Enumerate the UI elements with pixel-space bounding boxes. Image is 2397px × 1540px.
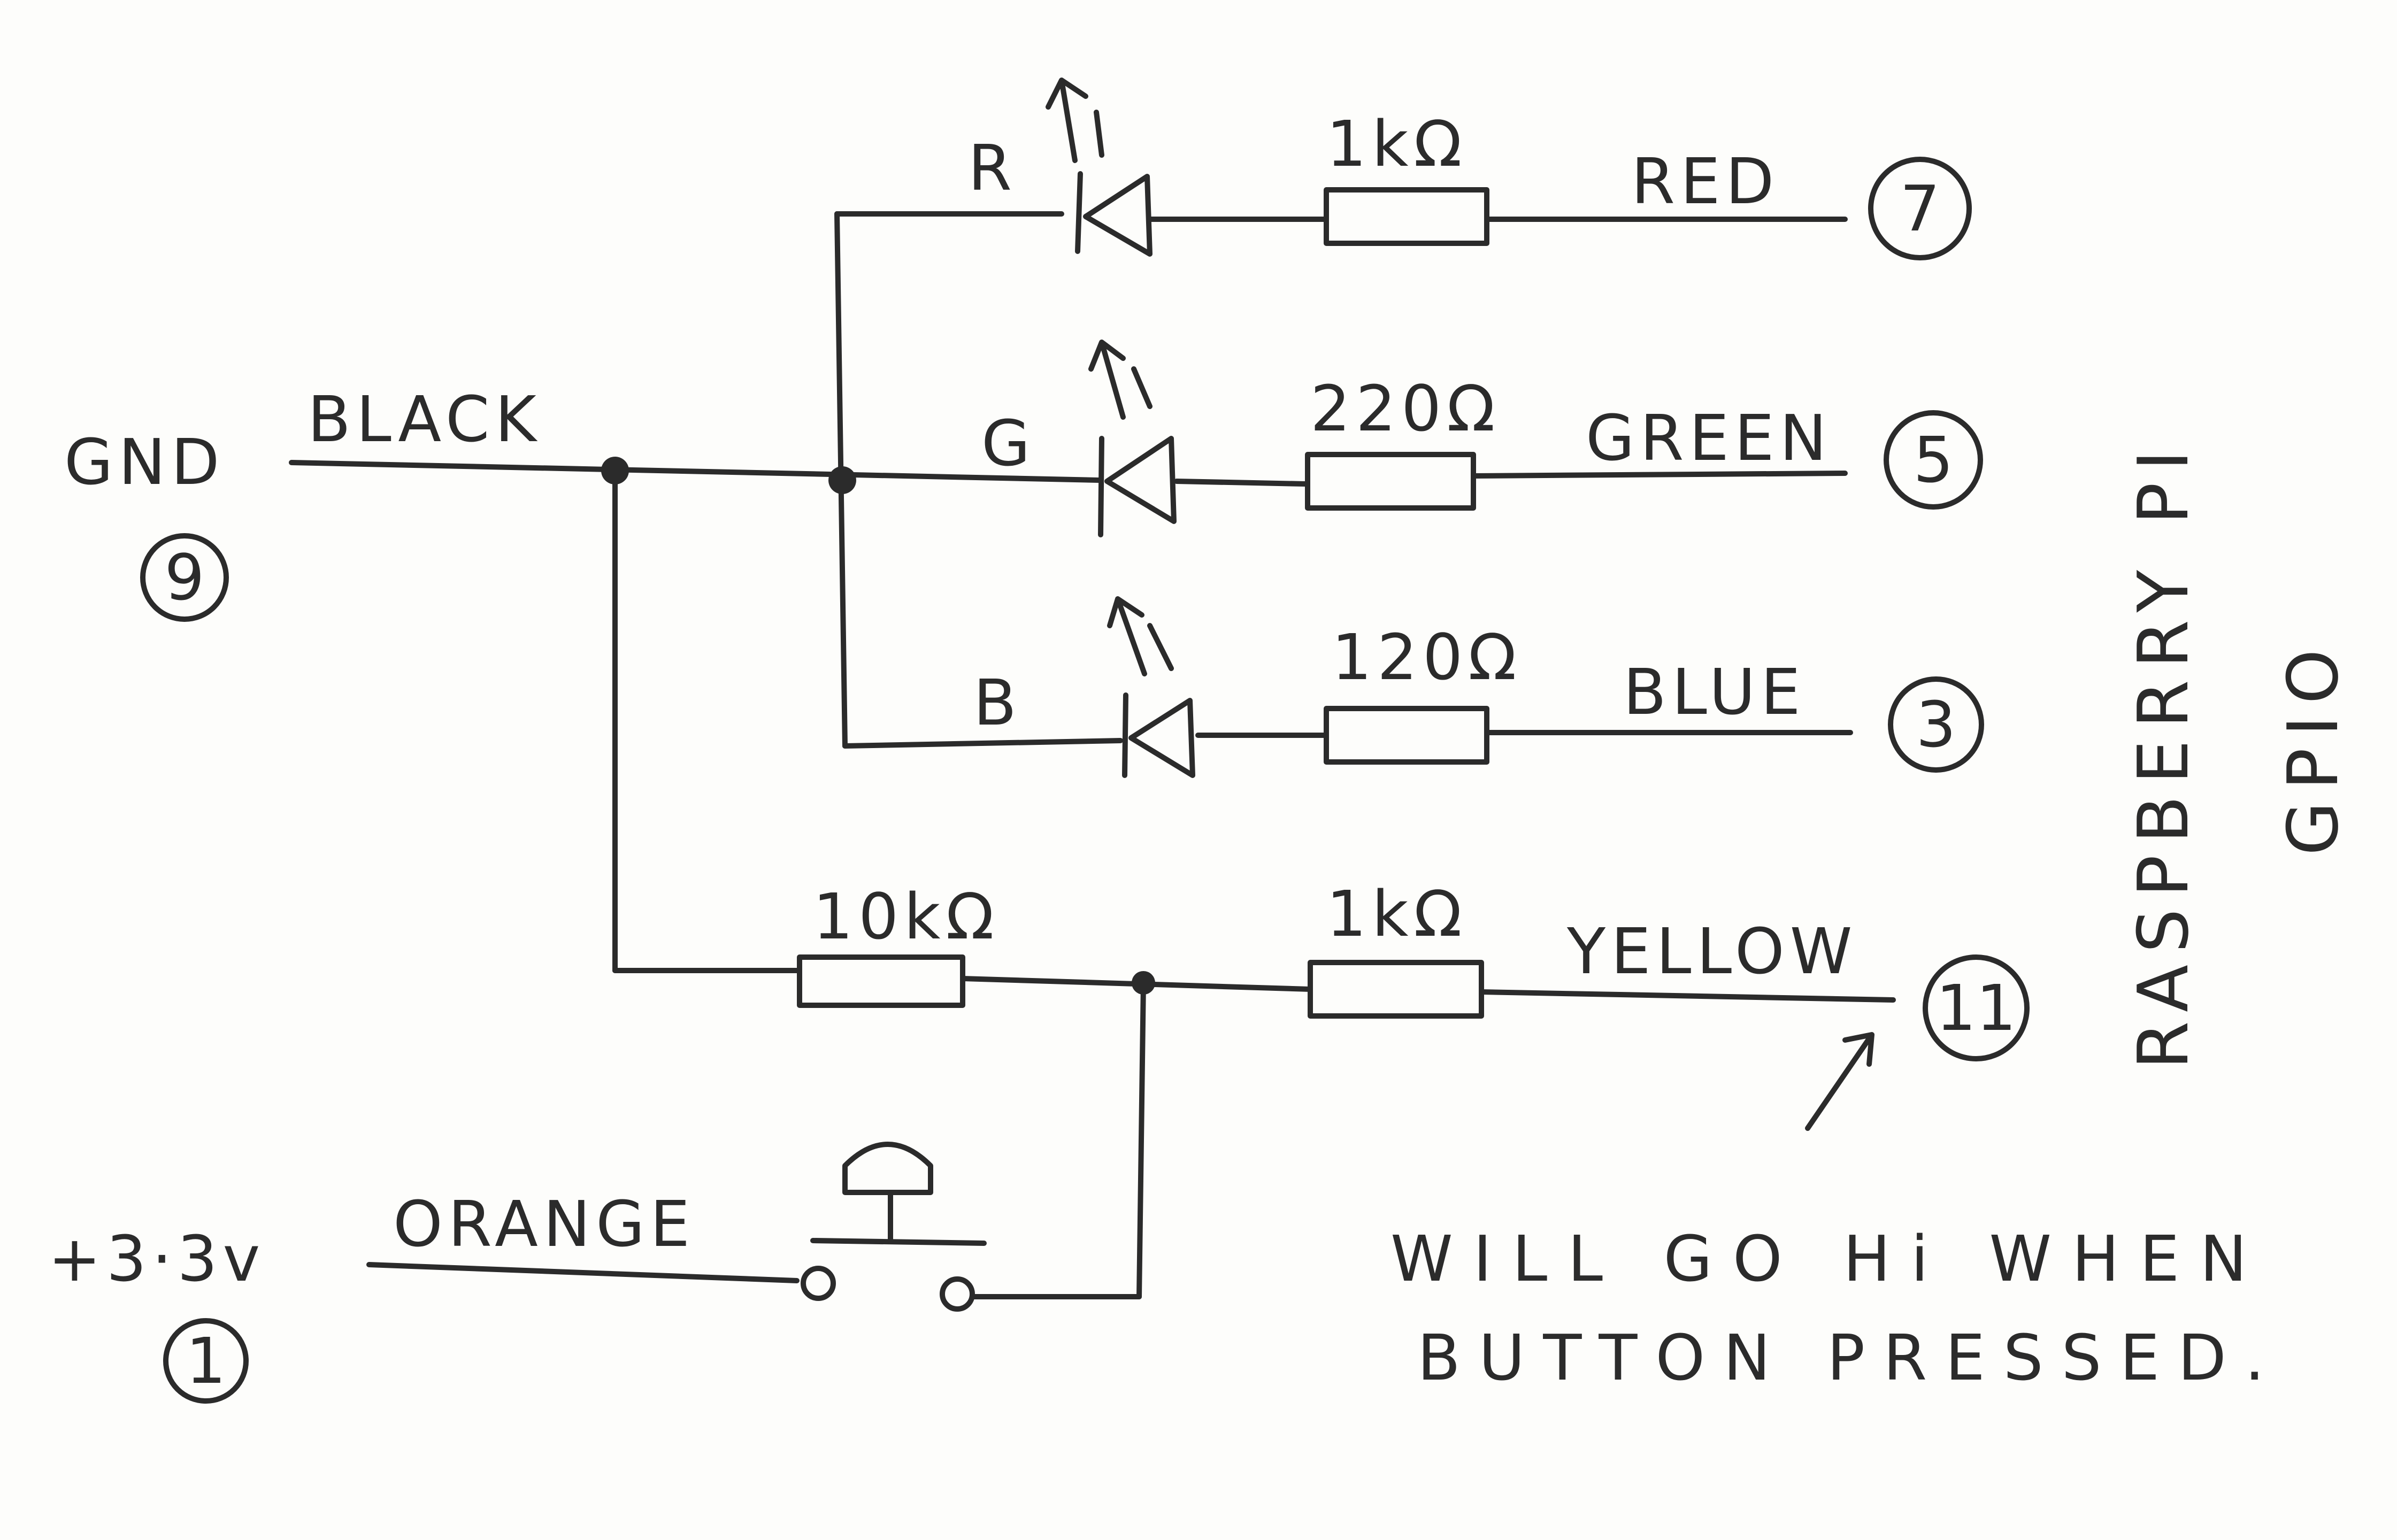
- wire-blue-label: BLUE: [1623, 655, 1806, 729]
- black-label: BLACK: [308, 382, 542, 456]
- svg-text:9: 9: [164, 541, 204, 614]
- junctions: [601, 457, 1155, 995]
- wire-red-label: RED: [1631, 144, 1779, 218]
- arrow-to-pin-11: [1805, 1032, 1874, 1131]
- res-yellow-label: 1kΩ: [1326, 877, 1468, 951]
- labels: GND BLACK +3·3v ORANGE R G B 1kΩ 220Ω 12…: [48, 107, 2354, 1395]
- resistor-yellow: [1308, 960, 1484, 1019]
- pin-1-circle: 1: [163, 1318, 249, 1404]
- led-g-label: G: [981, 406, 1035, 480]
- svg-text:11: 11: [1936, 971, 2016, 1045]
- wire-green-label: GREEN: [1586, 401, 1832, 475]
- led-blue: [1107, 596, 1195, 778]
- wires: [289, 211, 1896, 1299]
- pin-11-circle: 11: [1923, 954, 2030, 1061]
- svg-text:3: 3: [1916, 688, 1956, 761]
- node-to-button-vertical-wire: [1136, 980, 1146, 1299]
- res-blue-label: 120Ω: [1332, 620, 1522, 694]
- svg-text:1: 1: [186, 1324, 226, 1398]
- resistor-blue: [1324, 706, 1489, 765]
- note-line-1: WILL GO Hi WHEN: [1390, 1222, 2268, 1296]
- rpi-label: RASPBERRY PI: [2123, 438, 2204, 1069]
- junction-button-node: [1132, 971, 1155, 995]
- v33-label: +3·3v: [48, 1222, 265, 1296]
- led-b-label: B: [973, 666, 1022, 740]
- gnd-wire: [289, 460, 1102, 483]
- resistor-pulldown: [797, 954, 965, 1008]
- gnd-label: GND: [64, 425, 225, 499]
- push-button: [801, 1142, 987, 1312]
- v33-wire: [366, 1262, 800, 1283]
- res-red-label: 1kΩ: [1326, 107, 1468, 181]
- resistor-green: [1305, 452, 1476, 511]
- green-led-to-res-wire: [1174, 479, 1308, 487]
- led-green: [1088, 340, 1177, 537]
- orange-label: ORANGE: [393, 1187, 695, 1261]
- wire-yellow-label: YELLOW: [1566, 914, 1857, 988]
- svg-text:5: 5: [1913, 423, 1953, 497]
- pin-3-circle: 3: [1888, 676, 1984, 773]
- green-res-to-pin-wire: [1471, 471, 1848, 479]
- pin-9-circle: 9: [140, 533, 229, 622]
- pin-7-circle: 7: [1868, 157, 1972, 260]
- led-bus-bottom-wire: [842, 738, 1123, 749]
- note-line-2: BUTTON PRESSED.: [1417, 1321, 2283, 1395]
- led-red: [1046, 78, 1153, 257]
- pin-circles: 9 1 7 5 3 11: [140, 157, 2030, 1404]
- res-pulldown-label: 10kΩ: [813, 880, 1000, 953]
- yellow-res-to-pin-wire: [1479, 989, 1896, 1003]
- pin-5-circle: 5: [1884, 410, 1983, 510]
- res-green-label: 220Ω: [1310, 372, 1500, 445]
- gpio-label: GPIO: [2272, 637, 2354, 856]
- resistors: [797, 187, 1489, 1019]
- svg-text:7: 7: [1900, 172, 1940, 245]
- resistor-red: [1324, 187, 1489, 246]
- junction-gnd-right: [828, 466, 856, 494]
- junction-gnd-left: [601, 457, 629, 484]
- led-r-label: R: [968, 131, 1017, 205]
